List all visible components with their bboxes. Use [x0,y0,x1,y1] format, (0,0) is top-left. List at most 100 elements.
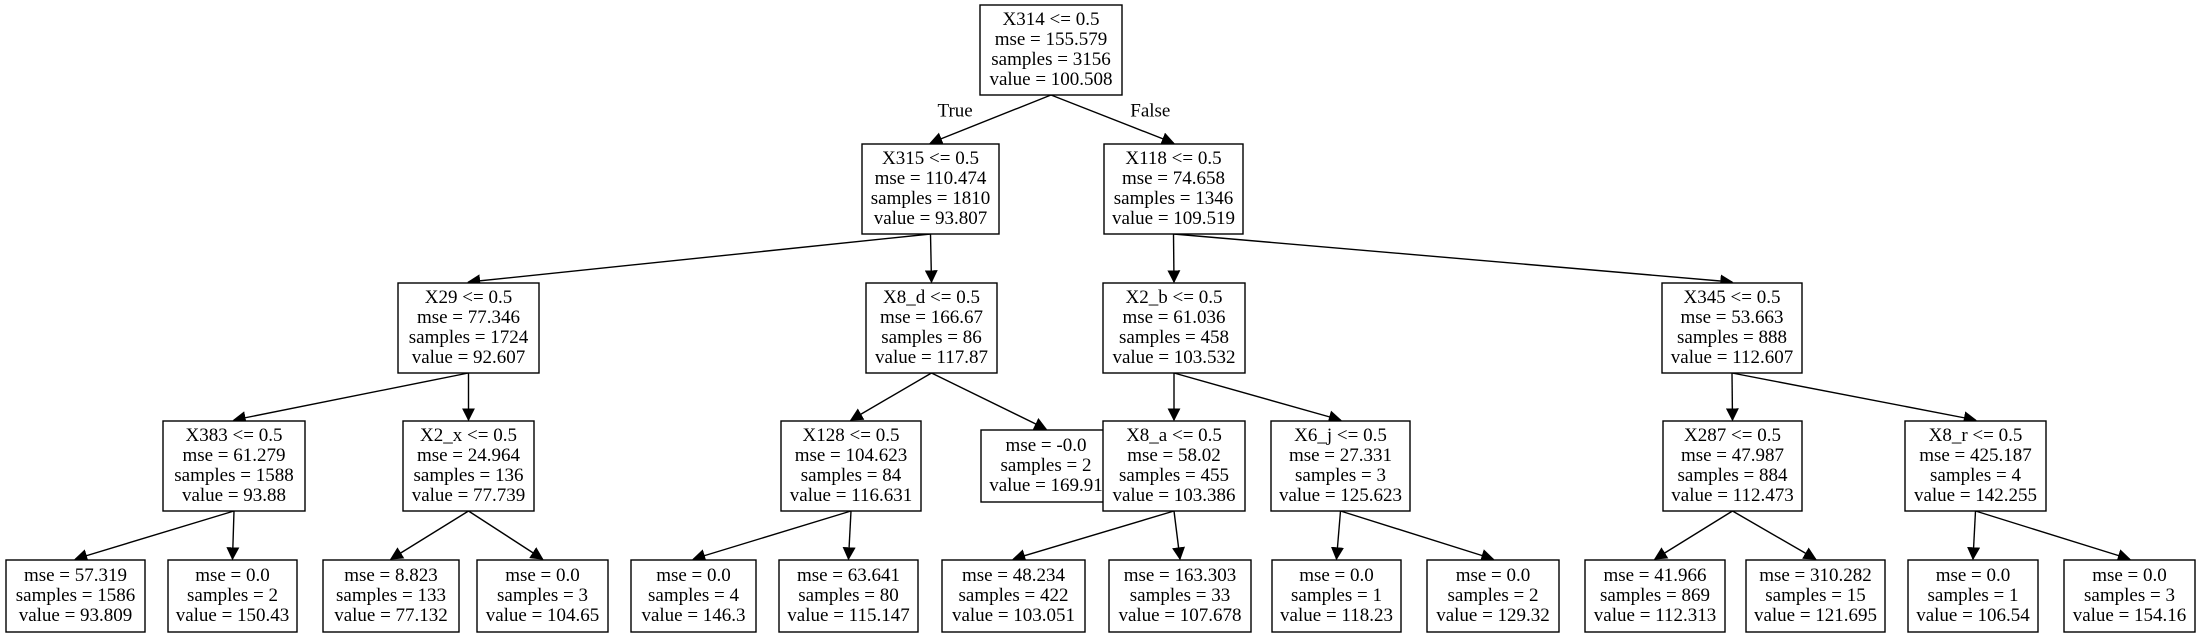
node-box [1103,143,1244,235]
node-mse: mse = 53.663 [1680,307,1783,328]
node-box [397,282,540,374]
node-value: value = 93.88 [182,485,286,506]
node-mse: mse = -0.0 [1006,435,1087,456]
node-mse: mse = 166.67 [880,307,983,328]
node-value: value = 100.508 [989,69,1112,90]
node-samples: samples = 84 [801,465,902,486]
node-box [5,559,146,633]
node-samples: samples = 2 [187,585,278,606]
node-box [1271,559,1402,633]
node-value: value = 103.386 [1112,485,1235,506]
node-mse: mse = 0.0 [656,565,731,586]
node-samples: samples = 15 [1765,585,1865,606]
node-value: value = 117.87 [875,347,988,368]
edge-n13-n25 [1653,510,1733,560]
node-split-condition: X345 <= 0.5 [1684,287,1781,308]
edge-n4-n10 [931,372,1048,430]
edge-label-true: True [938,101,973,122]
node-mse: mse = 110.474 [875,168,987,189]
node-samples: samples = 136 [414,465,524,486]
edge-n5-n12 [1173,372,1342,424]
node-value: value = 92.607 [412,347,526,368]
node-samples: samples = 455 [1119,465,1229,486]
node-mse: mse = 163.303 [1124,565,1237,586]
edge-n2-n6 [1173,233,1734,288]
node-split-condition: X2_b <= 0.5 [1126,287,1223,308]
node-value: value = 125.623 [1279,485,1402,506]
node-split-condition: X8_d <= 0.5 [883,287,980,308]
edge-n12-n24 [1340,510,1495,562]
node-mse: mse = 0.0 [195,565,270,586]
node-samples: samples = 869 [1600,585,1710,606]
node-box [1102,420,1246,512]
node-split-condition: X6_j <= 0.5 [1294,425,1387,446]
node-value: value = 77.739 [412,485,526,506]
node-mse: mse = 0.0 [505,565,580,586]
node-box [1662,420,1803,512]
node-split-condition: X314 <= 0.5 [1003,9,1100,30]
edge-n8-n18 [468,510,544,560]
node-value: value = 109.519 [1112,208,1235,229]
node-samples: samples = 888 [1677,327,1787,348]
node-samples: samples = 1 [1928,585,2019,606]
node-split-condition: X383 <= 0.5 [186,425,283,446]
node-box [941,559,1086,633]
node-value: value = 150.43 [176,605,290,626]
node-samples: samples = 2 [1448,585,1539,606]
node-value: value = 121.695 [1754,605,1877,626]
node-box [1584,559,1726,633]
node-value: value = 154.16 [2073,605,2187,626]
node-box [861,143,1000,235]
node-mse: mse = 47.987 [1681,445,1784,466]
node-samples: samples = 80 [798,585,898,606]
node-box [1108,559,1252,633]
node-value: value = 146.3 [641,605,745,626]
node-box [1904,420,2047,512]
node-samples: samples = 422 [959,585,1069,606]
node-value: value = 103.051 [952,605,1075,626]
edge-n9-n20 [842,510,856,561]
node-samples: samples = 3 [2084,585,2175,606]
node-box [476,559,609,633]
node-box [1426,559,1560,633]
node-mse: mse = 48.234 [962,565,1066,586]
node-box [865,282,998,374]
node-samples: samples = 4 [1930,465,2021,486]
edge-n14-n28 [1975,510,2131,562]
node-mse: mse = 0.0 [2092,565,2167,586]
node-value: value = 169.91 [989,475,1103,496]
node-mse: mse = 63.641 [797,565,900,586]
node-samples: samples = 1724 [409,327,529,348]
edge-n6-n13 [1725,372,1739,422]
node-box [1270,420,1411,512]
node-mse: mse = 74.658 [1122,168,1225,189]
node-samples: samples = 4 [648,585,739,606]
node-box [630,559,757,633]
node-box [1745,559,1886,633]
node-value: value = 103.532 [1112,347,1235,368]
node-mse: mse = 27.331 [1289,445,1392,466]
node-mse: mse = 310.282 [1759,565,1872,586]
node-mse: mse = 77.346 [417,307,520,328]
node-split-condition: X315 <= 0.5 [882,148,979,169]
node-samples: samples = 2 [1001,455,1092,476]
node-mse: mse = 24.964 [417,445,521,466]
node-samples: samples = 884 [1678,465,1788,486]
